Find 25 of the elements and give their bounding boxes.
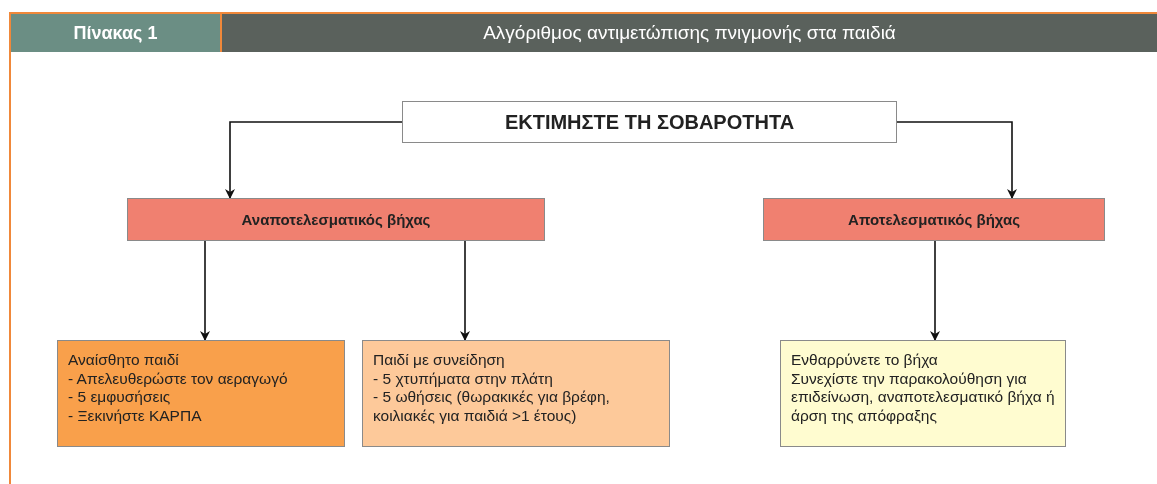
arrow [225,121,403,199]
arrow [460,240,470,341]
box-text: - Απελευθερώστε τον αεραγωγό [68,369,288,389]
box-heading: Αποτελεσματικός βήχας [848,210,1020,229]
action-box [780,340,1066,447]
action-box [57,340,345,447]
box-text: Ενθαρρύνετε το βήχα [791,351,938,370]
box-text: - 5 εμφυσήσεις [68,388,171,407]
title-bar: Αλγόριθμος αντιμετώπισης πνιγμονής στα παιδιά [222,14,1157,52]
box-heading: Αναποτελεσματικός βήχας [241,210,431,229]
action-box [362,340,670,447]
box-text: - Ξεκινήστε ΚΑΡΠΑ [68,406,202,426]
step-box [127,198,545,241]
box-text: - 5 ωθήσεις (θωρακικές για βρέφη, κοιλιακές για παιδιά >1 έτους) [373,388,611,426]
arrow [896,121,1017,199]
table-number: Πίνακας 1 [11,14,222,52]
box-heading: ΕΚΤΙΜΗΣΤΕ ΤΗ ΣΟΒΑΡΟΤΗΤΑ [504,110,795,134]
arrow [200,240,210,341]
box-text: Παιδί με συνείδηση [373,351,505,370]
step-box [763,198,1105,241]
box-text: - 5 χτυπήματα στην πλάτη [373,369,553,389]
box-text: Αναίσθητο παιδί [68,351,179,370]
arrow [930,240,940,341]
box-text: Συνεχίστε την παρακολούθηση για επιδείνωση, αναποτελεσματικό βήχα ή άρση της απόφραξης [791,369,1055,426]
step-box [402,101,897,143]
